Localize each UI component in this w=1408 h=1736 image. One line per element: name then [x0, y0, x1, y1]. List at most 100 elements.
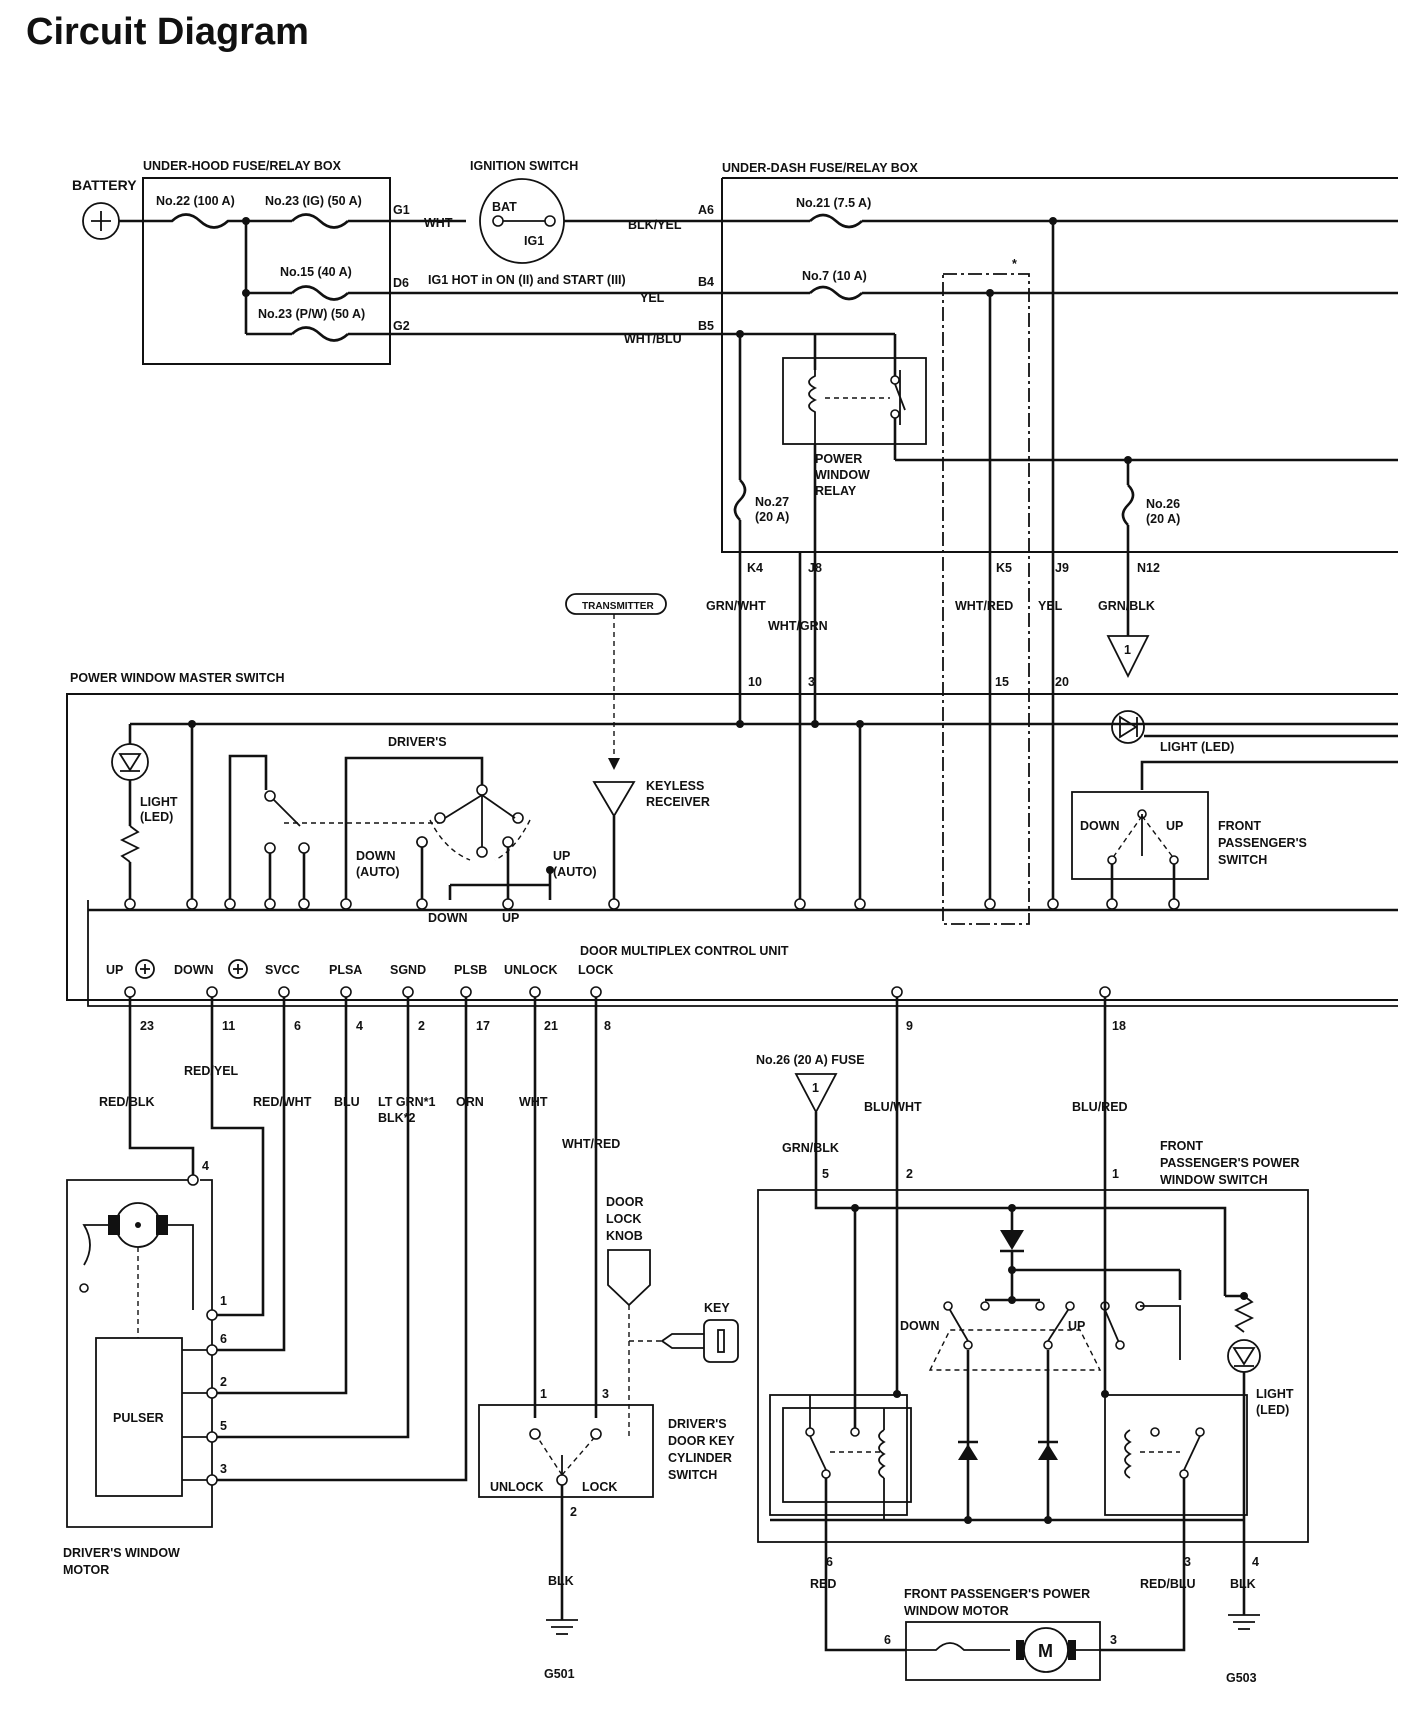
fuse-22-icon — [170, 213, 246, 229]
pin-j9: J9 — [1055, 561, 1069, 575]
svg-text:PASSENGER'S: PASSENGER'S — [1218, 836, 1307, 850]
svg-text:LOCK: LOCK — [582, 1480, 617, 1494]
fuse-23pw-label: No.23 (P/W) (50 A) — [258, 307, 365, 321]
svg-text:17: 17 — [476, 1019, 490, 1033]
svg-text:1: 1 — [1124, 643, 1131, 657]
svg-text:3: 3 — [220, 1462, 227, 1476]
wire-red-blk: RED/BLK — [99, 1095, 155, 1109]
ignition-switch-label: IGNITION SWITCH — [470, 159, 578, 173]
svg-text:5: 5 — [822, 1167, 829, 1181]
keyless-receiver: KEYLESS RECEIVER — [592, 779, 710, 900]
svg-text:1: 1 — [220, 1294, 227, 1308]
pin-a6: A6 — [698, 203, 714, 217]
wire-blu-wht: BLU/WHT — [864, 1100, 922, 1114]
svg-text:(AUTO): (AUTO) — [356, 865, 400, 879]
svg-text:2: 2 — [418, 1019, 425, 1033]
svg-text:2: 2 — [220, 1375, 227, 1389]
fuse-26-ref-triangle — [1106, 635, 1150, 679]
svg-text:LIGHT: LIGHT — [140, 795, 178, 809]
wire-grn-wht: GRN/WHT — [706, 599, 766, 613]
wire-yel2: YEL — [1038, 599, 1063, 613]
asterisk: * — [1012, 257, 1017, 271]
fuse-15-icon — [291, 285, 349, 301]
wire-blk-yel: BLK/YEL — [628, 218, 682, 232]
svg-text:6: 6 — [220, 1332, 227, 1346]
svg-text:5: 5 — [220, 1419, 227, 1433]
drivers-motor-label-2: MOTOR — [63, 1563, 109, 1577]
ignition-ig1-label: IG1 — [524, 234, 544, 248]
svg-text:G503: G503 — [1226, 1671, 1257, 1685]
transmitter-label: TRANSMITTER — [582, 601, 654, 612]
under-hood-fuse-relay-box: UNDER-HOOD FUSE/RELAY BOX No.22 (100 A) … — [142, 159, 410, 365]
svg-text:KEYLESS: KEYLESS — [646, 779, 704, 793]
ignition-switch: IGNITION SWITCH BAT IG1 IG1 HOT in ON (I… — [428, 159, 626, 287]
key-icon — [703, 1319, 739, 1363]
svg-text:(LED): (LED) — [1256, 1403, 1289, 1417]
wire-orn: ORN — [456, 1095, 484, 1109]
svg-text:DRIVER'S: DRIVER'S — [668, 1417, 727, 1431]
fuse-27-label-a: No.27 — [755, 495, 789, 509]
svg-text:UNLOCK: UNLOCK — [490, 1480, 543, 1494]
drivers-switch: DRIVER'S DOWN (AUTO) UP (AUTO) DOWN — [228, 735, 597, 925]
wire-wht-blu: WHT/BLU — [624, 332, 682, 346]
fuse-7-icon — [809, 285, 863, 301]
wire-blk3: BLK — [1230, 1577, 1256, 1591]
svg-text:DOWN: DOWN — [428, 911, 468, 925]
fuse-21-label: No.21 (7.5 A) — [796, 196, 871, 210]
svg-text:3: 3 — [602, 1387, 609, 1401]
svg-text:WINDOW MOTOR: WINDOW MOTOR — [904, 1604, 1009, 1618]
svg-text:DOOR KEY: DOOR KEY — [668, 1434, 735, 1448]
ignition-note: IG1 HOT in ON (II) and START (III) — [428, 273, 626, 287]
relay-coil-icon — [808, 370, 818, 424]
antenna-icon — [592, 781, 636, 818]
svg-text:UP: UP — [553, 849, 570, 863]
term-sgnd: SGND — [390, 963, 426, 977]
svg-text:8: 8 — [604, 1019, 611, 1033]
transmitter: TRANSMITTER — [565, 593, 667, 770]
svg-text:DOWN: DOWN — [900, 1319, 940, 1333]
pulser-label: PULSER — [113, 1411, 164, 1425]
svg-text:1: 1 — [812, 1081, 819, 1095]
wire-wht-red: WHT/RED — [955, 599, 1013, 613]
svg-text:M: M — [1038, 1641, 1053, 1661]
fuse-27-icon — [733, 479, 747, 521]
svg-text:WINDOW SWITCH: WINDOW SWITCH — [1160, 1173, 1268, 1187]
svg-text:FRONT: FRONT — [1218, 819, 1261, 833]
drivers-window-motor: 4 1 PULSER 6 2 5 3 DRIVER'S WINDOW MOTOR — [63, 1159, 227, 1577]
svg-text:DOWN: DOWN — [356, 849, 396, 863]
pin-g1: G1 — [393, 203, 410, 217]
door-lock-knob: DOOR LOCK KNOB — [606, 1195, 651, 1440]
key: KEY — [629, 1301, 739, 1363]
pin-k4: K4 — [747, 561, 763, 575]
svg-text:FRONT: FRONT — [1160, 1139, 1203, 1153]
master-light-led: LIGHT (LED) — [111, 743, 178, 900]
under-dash-fuse-relay-box: UNDER-DASH FUSE/RELAY BOX A6 B4 B5 No.21… — [698, 161, 1398, 575]
front-passengers-switch: DOWN UP FRONT PASSENGER'S SWITCH — [1071, 791, 1307, 900]
svg-text:KEY: KEY — [704, 1301, 730, 1315]
shield-boundary — [942, 273, 1030, 925]
svg-text:18: 18 — [1112, 1019, 1126, 1033]
svg-text:6: 6 — [884, 1633, 891, 1647]
term-up: UP — [106, 963, 123, 977]
pin-15: 15 — [995, 675, 1009, 689]
svg-text:6: 6 — [294, 1019, 301, 1033]
fuse-7-label: No.7 (10 A) — [802, 269, 867, 283]
relay-label-1: POWER — [815, 452, 862, 466]
battery-label: BATTERY — [72, 177, 137, 193]
diode-icon — [1000, 1230, 1024, 1250]
wire-wht-red2: WHT/RED — [562, 1137, 620, 1151]
dmcu-label: DOOR MULTIPLEX CONTROL UNIT — [580, 944, 789, 958]
svg-text:LIGHT (LED): LIGHT (LED) — [1160, 740, 1234, 754]
ground-g501-icon: G501 — [544, 1619, 578, 1681]
front-passengers-power-window-switch: 5 2 1 FRONT PASSENGER'S POWER WINDOW SWI… — [757, 1139, 1309, 1543]
svg-text:1: 1 — [1112, 1167, 1119, 1181]
wire-red: RED — [810, 1577, 836, 1591]
svg-text:9: 9 — [906, 1019, 913, 1033]
svg-text:3: 3 — [1184, 1555, 1191, 1569]
power-window-relay — [782, 334, 927, 460]
wire-red-blu: RED/BLU — [1140, 1577, 1196, 1591]
wire-blk: BLK — [548, 1574, 574, 1588]
pin-b4: B4 — [698, 275, 714, 289]
pin-10: 10 — [748, 675, 762, 689]
svg-text:FRONT PASSENGER'S POWER: FRONT PASSENGER'S POWER — [904, 1587, 1090, 1601]
